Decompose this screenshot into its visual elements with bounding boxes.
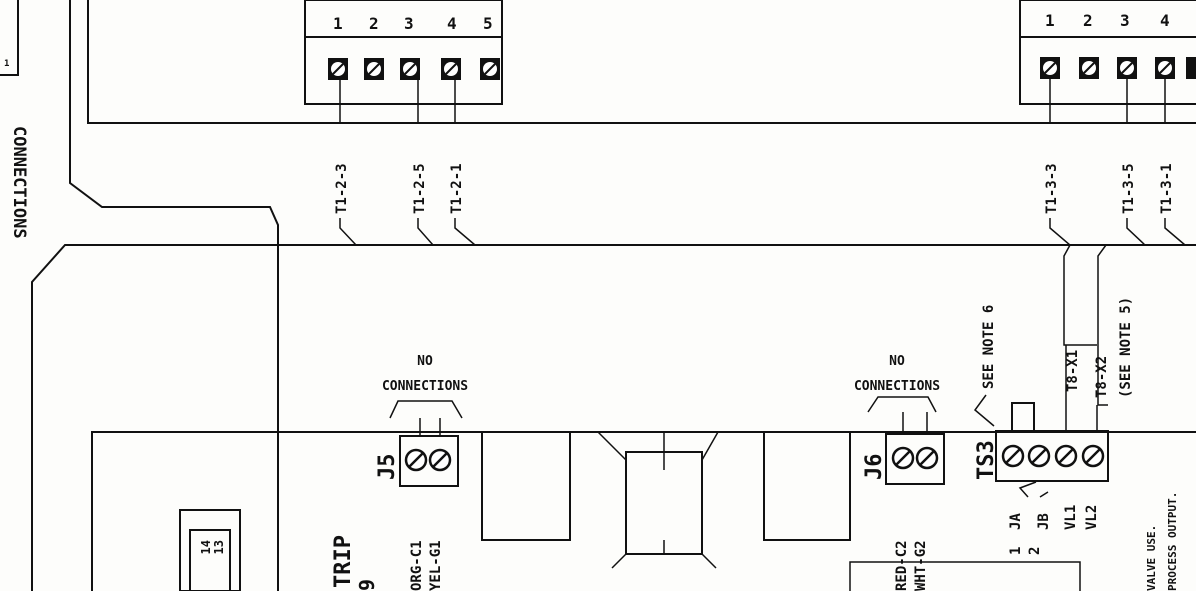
ts3-label: TS3: [974, 440, 999, 480]
screw-terminal-icon: [404, 448, 428, 472]
see-note-6-label: SEE NOTE 6: [981, 305, 997, 389]
screw-terminal-icon: [1054, 444, 1078, 468]
corner-label: 1: [4, 59, 9, 69]
ts3-side-num-2: 2: [1027, 547, 1043, 555]
partial-char: 9: [355, 579, 379, 591]
j6-no-label: NO: [889, 354, 905, 369]
connector-num-14: 14: [199, 540, 213, 554]
screw-terminal-icon: [328, 58, 348, 80]
j6-label: J6: [862, 454, 887, 481]
upper-panel-border: [87, 0, 1196, 124]
screw-terminal-icon: [1117, 57, 1137, 79]
j6-wire-wht-g2: WHT-G2: [913, 540, 929, 591]
j6-connections-label: CONNECTIONS: [854, 379, 940, 394]
screw-terminal-icon: [1001, 444, 1025, 468]
left-edge-box: [0, 0, 19, 76]
lower-panel-border: [31, 244, 1196, 591]
screw-terminal-icon: [891, 446, 915, 470]
ts3-label-jb: JB: [1036, 513, 1052, 530]
screw-terminal-icon: [1079, 57, 1099, 79]
screw-terminal-icon: [480, 58, 500, 80]
screw-terminal-icon: [364, 58, 384, 80]
t8-x1-label: T8-X1: [1065, 350, 1081, 392]
tb-right-num-3: 3: [1120, 11, 1130, 30]
tb-right-num-2: 2: [1083, 11, 1093, 30]
relay-box-2: [763, 431, 851, 541]
j6-connector: NO CONNECTIONS J6 RED-C2 WHT-G2: [849, 354, 1081, 591]
valve-use-note: VALVE USE.: [1145, 525, 1158, 591]
screw-terminal-icon: [1027, 444, 1051, 468]
screw-terminal-icon: [1040, 57, 1060, 79]
j5-wire-org-c1: ORG-C1: [409, 540, 425, 591]
screw-terminal-icon: [441, 58, 461, 80]
wire-label-t1-2-3: T1-2-3: [334, 163, 350, 214]
wire-label-t1-3-3: T1-3-3: [1044, 163, 1060, 214]
process-output-note: PROCESS OUTPUT.: [1166, 492, 1179, 591]
screw-terminal-icon: [915, 446, 939, 470]
j5-connector: NO CONNECTIONS J5 ORG-C1 YEL-G1: [375, 354, 468, 591]
terminal-block-right: 1 2 3 4: [1019, 0, 1196, 105]
ts3-label-ja: JA: [1008, 513, 1024, 530]
wires-left: T1-2-3 T1-2-5 T1-2-1: [334, 78, 476, 246]
trip-strip-label: TRIP: [331, 535, 356, 588]
j5-label: J5: [375, 454, 400, 481]
tb-right-num-1: 1: [1045, 11, 1055, 30]
screw-terminal-icon: [428, 448, 452, 472]
wire-label-t1-2-1: T1-2-1: [449, 163, 465, 214]
wires-right: T1-3-3 T1-3-5 T1-3-1: [1044, 77, 1186, 406]
tb-left-num-5: 5: [483, 14, 493, 33]
connector-num-13: 13: [212, 540, 226, 554]
left-vertical-border: [69, 0, 279, 591]
tb-left-num-3: 3: [404, 14, 414, 33]
screw-terminal-icon: [1081, 444, 1105, 468]
j5-connections-label: CONNECTIONS: [382, 379, 468, 394]
ts3-label-vl1: VL1: [1063, 505, 1079, 530]
wire-label-t1-3-5: T1-3-5: [1121, 163, 1137, 214]
j5-wire-yel-g1: YEL-G1: [428, 540, 444, 591]
connections-vertical-label: CONNECTIONS: [9, 126, 29, 239]
ts3-side-num-1: 1: [1008, 547, 1024, 555]
ts3-label-vl2: VL2: [1084, 505, 1100, 530]
tb-left-num-2: 2: [369, 14, 379, 33]
screw-terminal-icon: [1155, 57, 1175, 79]
component-box: [597, 431, 719, 569]
wire-label-t1-2-5: T1-2-5: [412, 163, 428, 214]
see-note-5-label: (SEE NOTE 5): [1118, 297, 1134, 398]
ts3-terminal-strip: SEE NOTE 6 TS3 1 2 JA JB VL1 VL2: [973, 305, 1109, 555]
wire-label-t1-3-1: T1-3-1: [1159, 163, 1175, 214]
j5-no-label: NO: [417, 354, 433, 369]
j6-wire-red-c2: RED-C2: [894, 540, 910, 591]
screw-terminal-icon: [1186, 57, 1196, 79]
t8-x2-label: T8-X2: [1094, 356, 1110, 398]
tb-right-num-4: 4: [1160, 11, 1170, 30]
relay-box-1: [481, 431, 571, 541]
tb-left-num-1: 1: [333, 14, 343, 33]
terminal-block-left: 1 2 3 4 5: [304, 0, 503, 105]
connector-14-13: 14 13: [179, 509, 241, 591]
screw-terminal-icon: [400, 58, 420, 80]
tb-left-num-4: 4: [447, 14, 457, 33]
